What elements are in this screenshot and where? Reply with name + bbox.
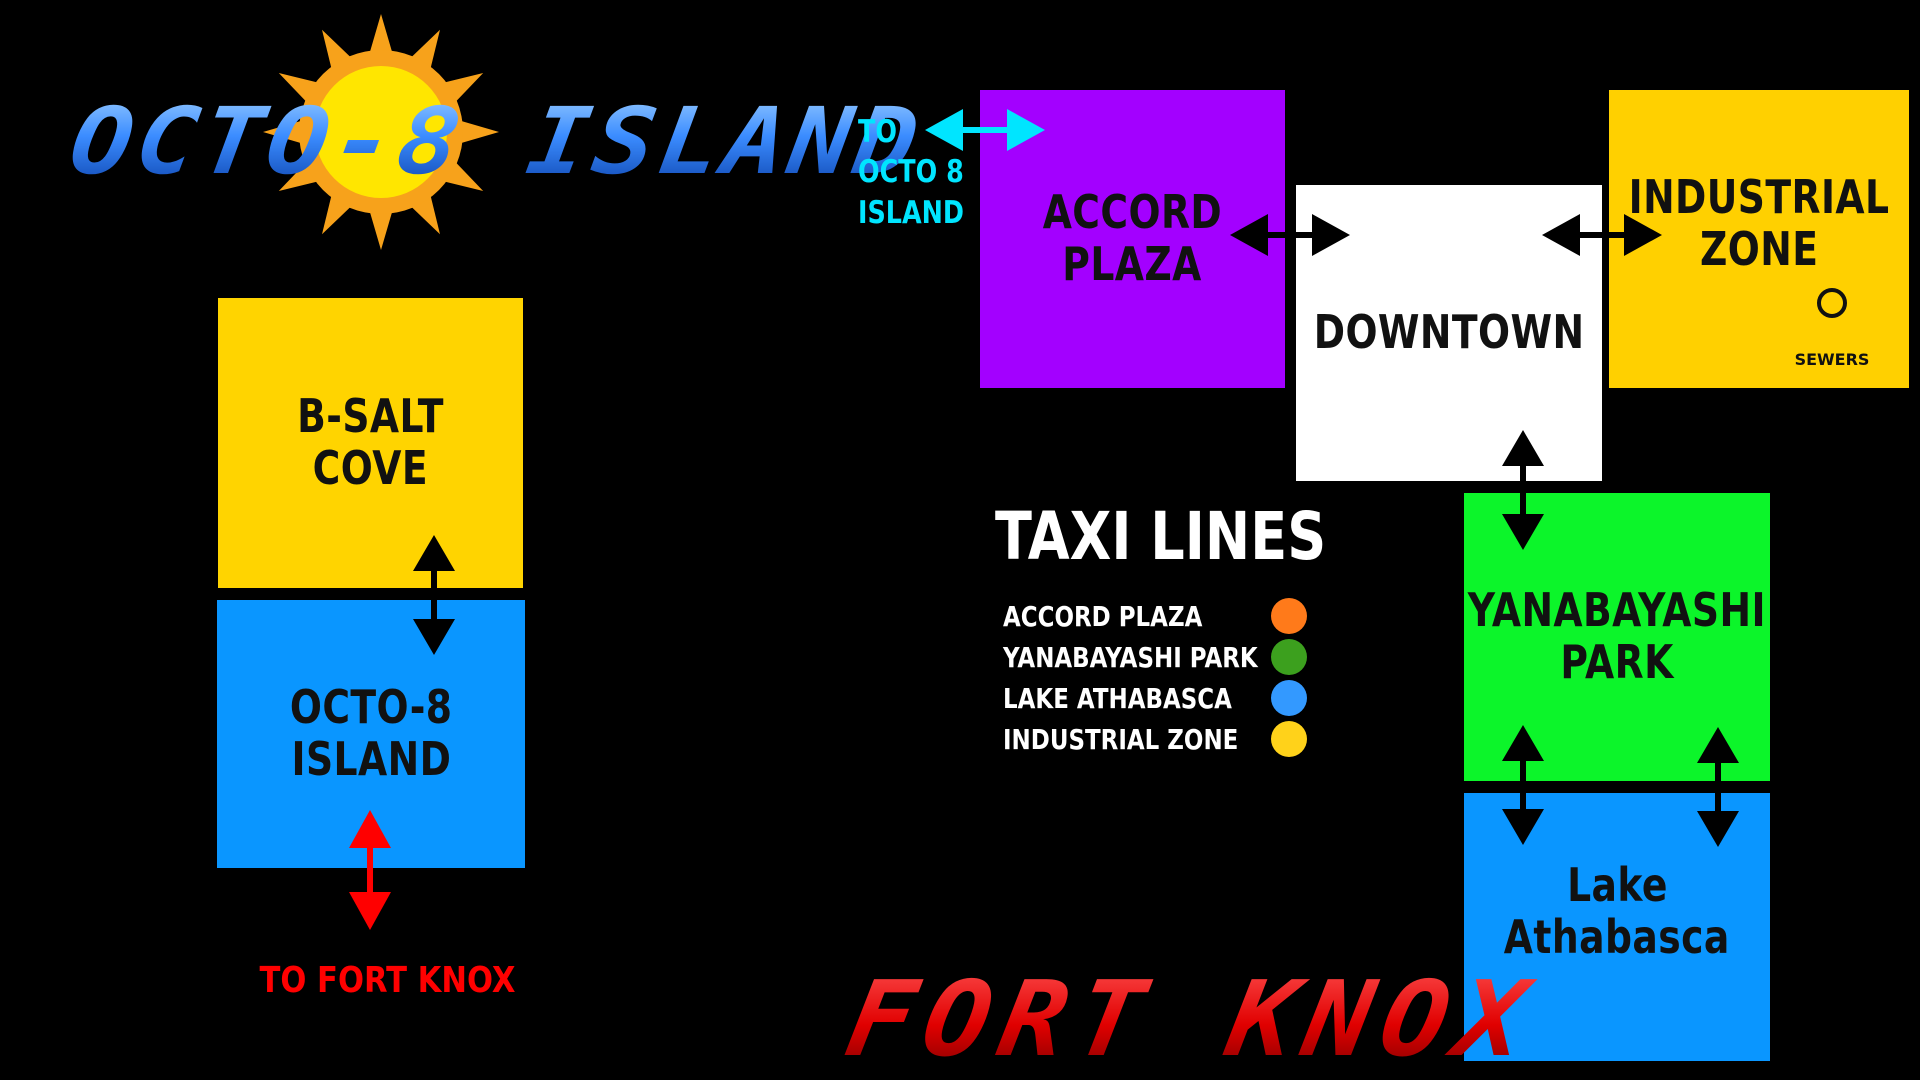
taxi-line-row: LAKE ATHABASCA (1003, 680, 1307, 716)
arrow-to-octo8-island (925, 109, 1045, 151)
exit-to-octo8-line-2: OCTO 8 (858, 154, 964, 191)
arrow-yanabayashi-lake-right (1697, 727, 1739, 847)
zone-octo8-island-label-2: ISLAND (291, 732, 451, 786)
exit-to-octo8-line-1: TO (858, 114, 897, 150)
taxi-line-color-dot (1271, 680, 1307, 716)
taxi-lines-title: TAXI LINES (995, 498, 1327, 575)
fort-knox-title: FORT KNOX (837, 958, 1547, 1080)
taxi-line-label: LAKE ATHABASCA (1003, 681, 1232, 715)
arrow-downtown-industrial (1542, 214, 1662, 256)
arrow-accord-downtown (1230, 214, 1350, 256)
taxi-line-row: YANABAYASHI PARK (1003, 639, 1307, 675)
taxi-line-row: ACCORD PLAZA (1003, 598, 1307, 634)
arrow-downtown-yanabayashi (1502, 430, 1544, 550)
zone-accord-plaza-label-1: ACCORD (1042, 185, 1223, 240)
zone-yanabayashi-park-label-2: PARK (1560, 635, 1674, 689)
arrow-to-fort-knox (349, 810, 391, 930)
exit-to-octo8-line-3: ISLAND (858, 194, 965, 231)
zone-lake-athabasca-label-2: Athabasca (1504, 910, 1730, 964)
zone-downtown-label: DOWNTOWN (1313, 305, 1585, 360)
zone-b-salt-cove-label-2: COVE (312, 441, 429, 495)
zone-b-salt-cove-label-1: B-SALT (297, 389, 444, 444)
zone-accord-plaza-label-2: PLAZA (1062, 237, 1203, 291)
exit-to-fort-knox-label: TO FORT KNOX (259, 960, 516, 1001)
arrow-yanabayashi-lake-left (1502, 725, 1544, 845)
zone-industrial-zone-label-1: INDUSTRIAL (1628, 170, 1890, 225)
taxi-line-row: INDUSTRIAL ZONE (1003, 721, 1307, 757)
sewers-label: SEWERS (1794, 350, 1870, 369)
zone-octo8-island: OCTO-8 ISLAND (217, 600, 525, 868)
taxi-line-color-dot (1271, 721, 1307, 757)
zone-yanabayashi-park-label-1: YANABAYASHI (1467, 583, 1767, 638)
zone-octo8-island-label-1: OCTO-8 (289, 680, 453, 735)
taxi-line-color-dot (1271, 598, 1307, 634)
octo8-island-logo: OCTO-8 ISLAND (63, 10, 929, 250)
exit-to-octo8-label: TO OCTO 8 ISLAND (858, 112, 964, 233)
zone-lake-athabasca: Lake Athabasca (1464, 793, 1770, 1061)
taxi-line-color-dot (1271, 639, 1307, 675)
zone-industrial-zone-label-2: ZONE (1699, 222, 1819, 276)
sewers-marker: SEWERS (1787, 288, 1877, 376)
zone-lake-athabasca-label-1: Lake (1566, 858, 1668, 913)
zone-industrial-zone: INDUSTRIAL ZONE SEWERS (1609, 90, 1909, 388)
logo-title: OCTO-8 ISLAND (63, 88, 930, 195)
zone-accord-plaza: ACCORD PLAZA (980, 90, 1285, 388)
manhole-circle-icon (1817, 288, 1847, 318)
taxi-line-label: INDUSTRIAL ZONE (1003, 722, 1239, 756)
taxi-line-label: ACCORD PLAZA (1003, 599, 1203, 633)
zone-b-salt-cove: B-SALT COVE (218, 298, 523, 588)
sun-icon (263, 14, 499, 250)
arrow-bsalt-octo8 (413, 535, 455, 655)
taxi-line-label: YANABAYASHI PARK (1003, 640, 1258, 674)
